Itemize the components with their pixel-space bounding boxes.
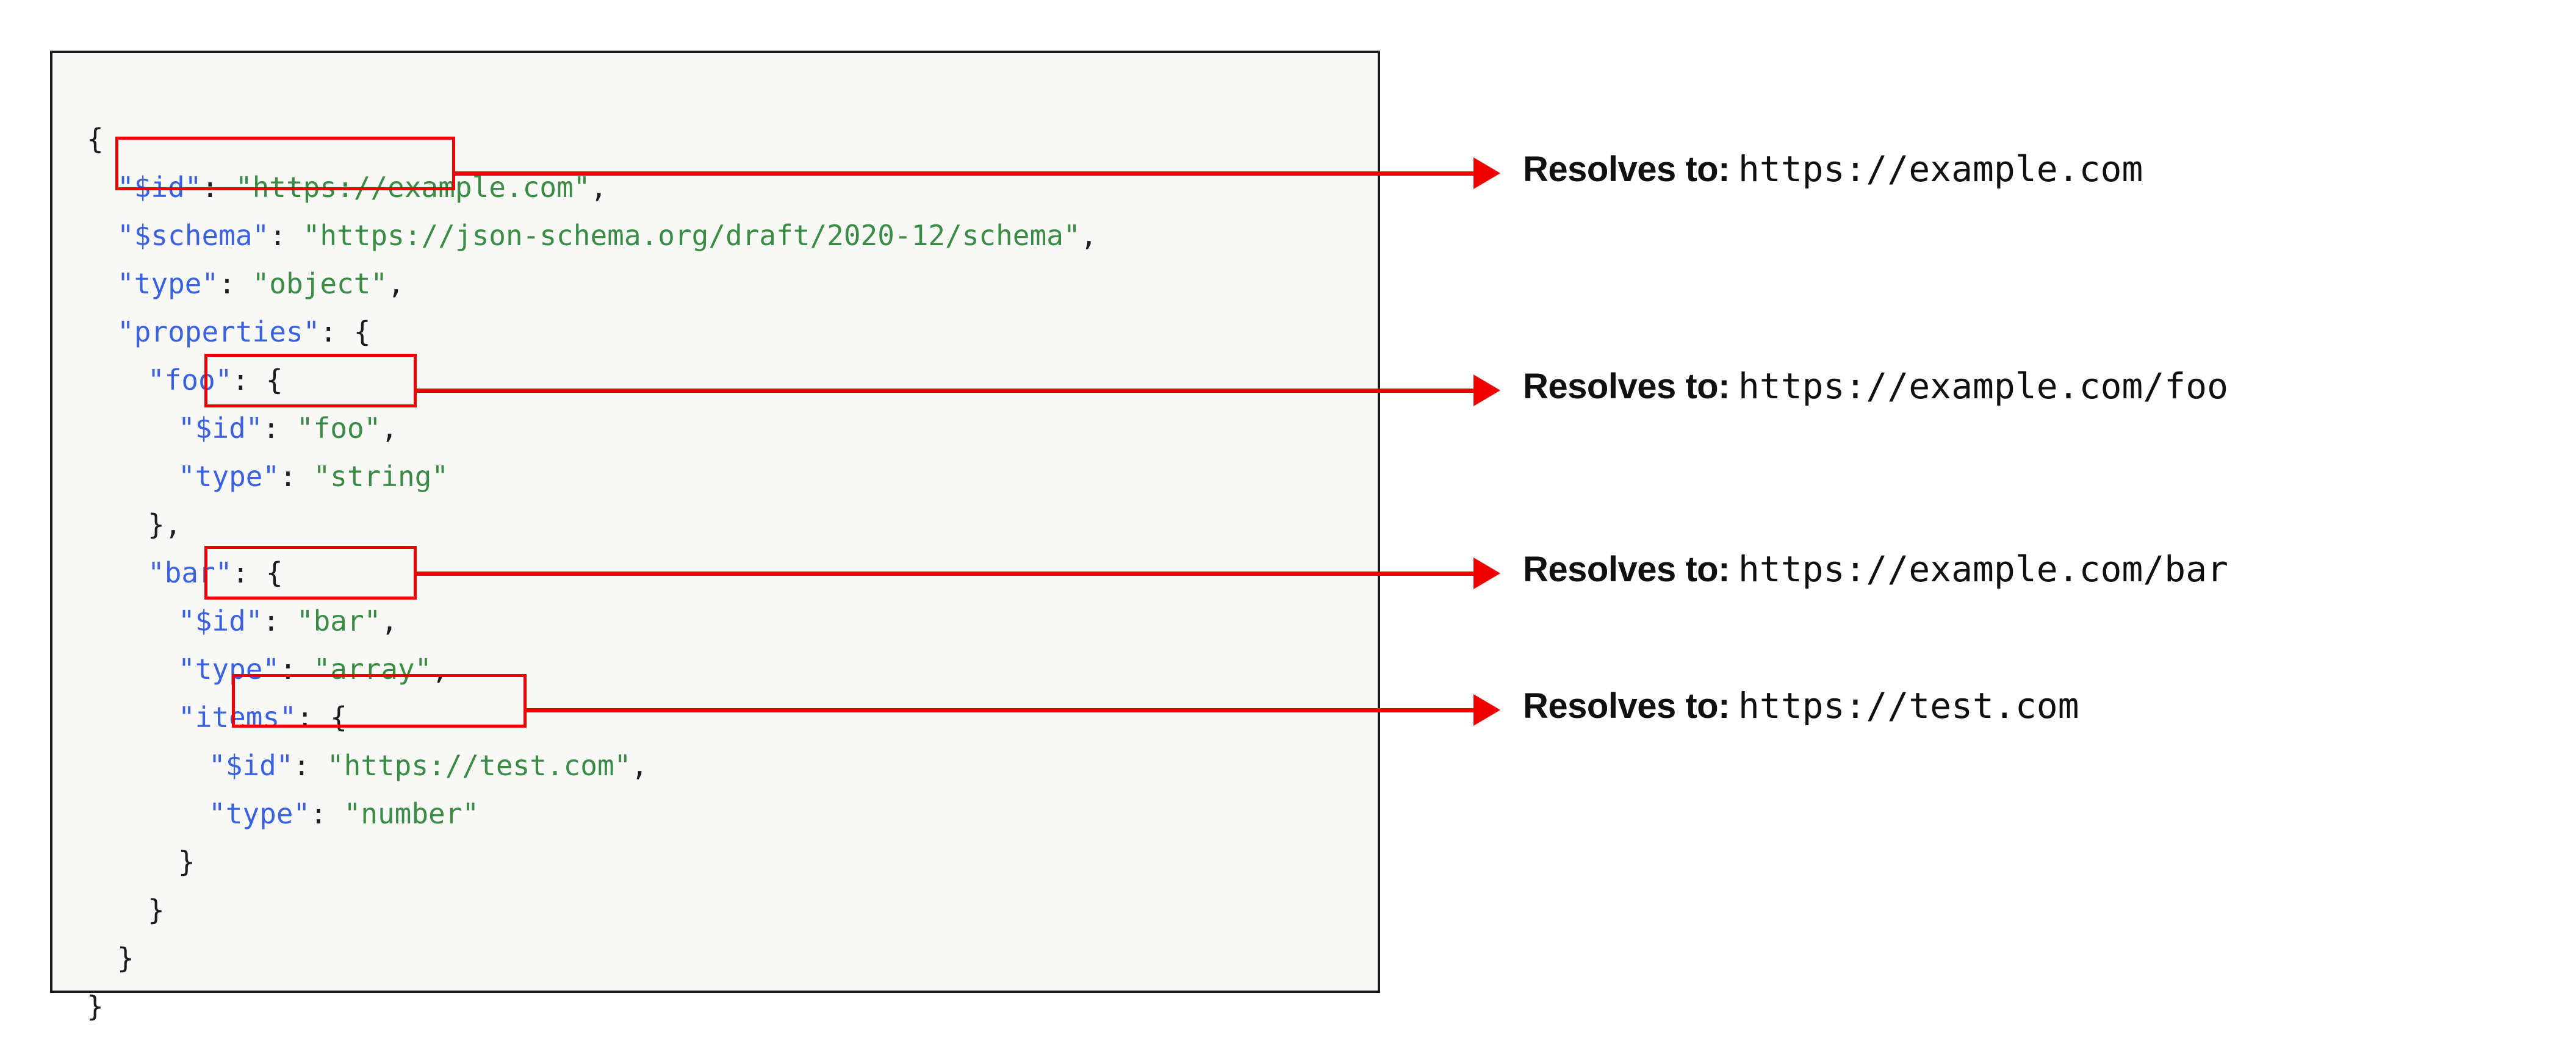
code-token: : { xyxy=(232,556,283,589)
code-token: "$id" xyxy=(117,171,202,204)
code-token: "items" xyxy=(178,701,297,734)
code-token: , xyxy=(431,653,449,686)
code-token: , xyxy=(1080,219,1098,252)
code-line: "items": { xyxy=(87,694,1097,742)
code-token: : { xyxy=(296,701,347,734)
code-token: "type" xyxy=(117,267,219,300)
code-token: "foo" xyxy=(148,364,232,396)
code-token: "https://example.com" xyxy=(235,171,591,204)
code-line: } xyxy=(87,983,1097,1031)
code-token: } xyxy=(178,845,195,878)
resolves-to-label: Resolves to: xyxy=(1523,149,1730,189)
code-token: , xyxy=(381,604,398,637)
code-line: } xyxy=(87,934,1097,983)
code-token: : xyxy=(310,797,344,830)
code-token: "$id" xyxy=(178,412,263,445)
code-token: : xyxy=(201,171,236,204)
code-line: "type": "object", xyxy=(87,260,1097,308)
json-schema-code-panel: {"$id": "https://example.com","$schema":… xyxy=(50,51,1380,1023)
code-token: : xyxy=(279,653,314,686)
code-token: "type" xyxy=(178,653,280,686)
code-token: , xyxy=(631,749,649,782)
code-token: "type" xyxy=(209,797,311,830)
connector-bar-id-line xyxy=(417,572,1477,576)
code-token: } xyxy=(117,942,134,975)
code-token: } xyxy=(87,990,104,1023)
json-schema-code-block: {"$id": "https://example.com","$schema":… xyxy=(87,115,1097,1031)
code-token: , xyxy=(381,412,398,445)
code-token: "https://test.com" xyxy=(326,749,631,782)
code-token: "number" xyxy=(344,797,480,830)
code-token: "array" xyxy=(313,653,432,686)
code-line: "type": "array", xyxy=(87,645,1097,694)
code-token: : xyxy=(262,412,297,445)
resolves-to-label: Resolves to: xyxy=(1523,367,1730,406)
annotation-items-id: Resolves to:https://test.com xyxy=(1523,688,2079,724)
resolves-to-label: Resolves to: xyxy=(1523,686,1730,726)
connector-root-id-line xyxy=(455,171,1477,176)
connector-items-id-arrowhead-icon xyxy=(1473,694,1500,726)
code-token: : xyxy=(262,604,297,637)
code-token: : { xyxy=(320,315,371,348)
code-token: "bar" xyxy=(296,604,381,637)
code-token: "foo" xyxy=(296,412,381,445)
code-token: }, xyxy=(148,508,182,541)
code-token: "https://json-schema.org/draft/2020-12/s… xyxy=(303,219,1081,252)
code-token: } xyxy=(148,894,165,927)
connector-root-id-arrowhead-icon xyxy=(1473,157,1500,189)
code-token: "object" xyxy=(252,267,388,300)
code-token: "bar" xyxy=(148,556,232,589)
code-line: "$id": "https://test.com", xyxy=(87,742,1097,790)
connector-items-id-line xyxy=(527,708,1477,712)
code-token: "$schema" xyxy=(117,219,270,252)
code-line: } xyxy=(87,838,1097,886)
resolves-to-label: Resolves to: xyxy=(1523,550,1730,589)
resolved-uri-value: https://example.com xyxy=(1738,148,2143,190)
code-line: "$id": "bar", xyxy=(87,597,1097,645)
code-line: "bar": { xyxy=(87,549,1097,597)
code-token: : { xyxy=(232,364,283,396)
annotation-bar-id: Resolves to:https://example.com/bar xyxy=(1523,551,2228,587)
code-line: "properties": { xyxy=(87,308,1097,356)
code-line: "$id": "https://example.com", xyxy=(87,163,1097,212)
code-line: "type": "number" xyxy=(87,790,1097,838)
code-token: , xyxy=(590,171,608,204)
resolved-uri-value: https://example.com/foo xyxy=(1738,365,2229,407)
code-token: : xyxy=(218,267,253,300)
annotation-root-id: Resolves to:https://example.com xyxy=(1523,151,2143,187)
code-token: : xyxy=(269,219,303,252)
code-token: { xyxy=(87,123,104,156)
code-line: "type": "string" xyxy=(87,453,1097,501)
code-token: "type" xyxy=(178,460,280,493)
code-line: { xyxy=(87,115,1097,163)
connector-foo-id-line xyxy=(417,389,1477,393)
annotation-foo-id: Resolves to:https://example.com/foo xyxy=(1523,368,2228,404)
code-token: "$id" xyxy=(178,604,263,637)
connector-bar-id-arrowhead-icon xyxy=(1473,557,1500,589)
code-token: "string" xyxy=(313,460,449,493)
code-line: } xyxy=(87,886,1097,934)
resolved-uri-value: https://test.com xyxy=(1738,685,2079,726)
code-token: "$id" xyxy=(209,749,293,782)
connector-foo-id-arrowhead-icon xyxy=(1473,375,1500,406)
code-line: }, xyxy=(87,501,1097,549)
code-token: : xyxy=(293,749,327,782)
code-line: "$schema": "https://json-schema.org/draf… xyxy=(87,212,1097,260)
code-line: "$id": "foo", xyxy=(87,404,1097,453)
code-token: , xyxy=(387,267,405,300)
code-token: : xyxy=(279,460,314,493)
code-token: "properties" xyxy=(117,315,320,348)
resolved-uri-value: https://example.com/bar xyxy=(1738,548,2229,590)
code-line: "foo": { xyxy=(87,356,1097,404)
